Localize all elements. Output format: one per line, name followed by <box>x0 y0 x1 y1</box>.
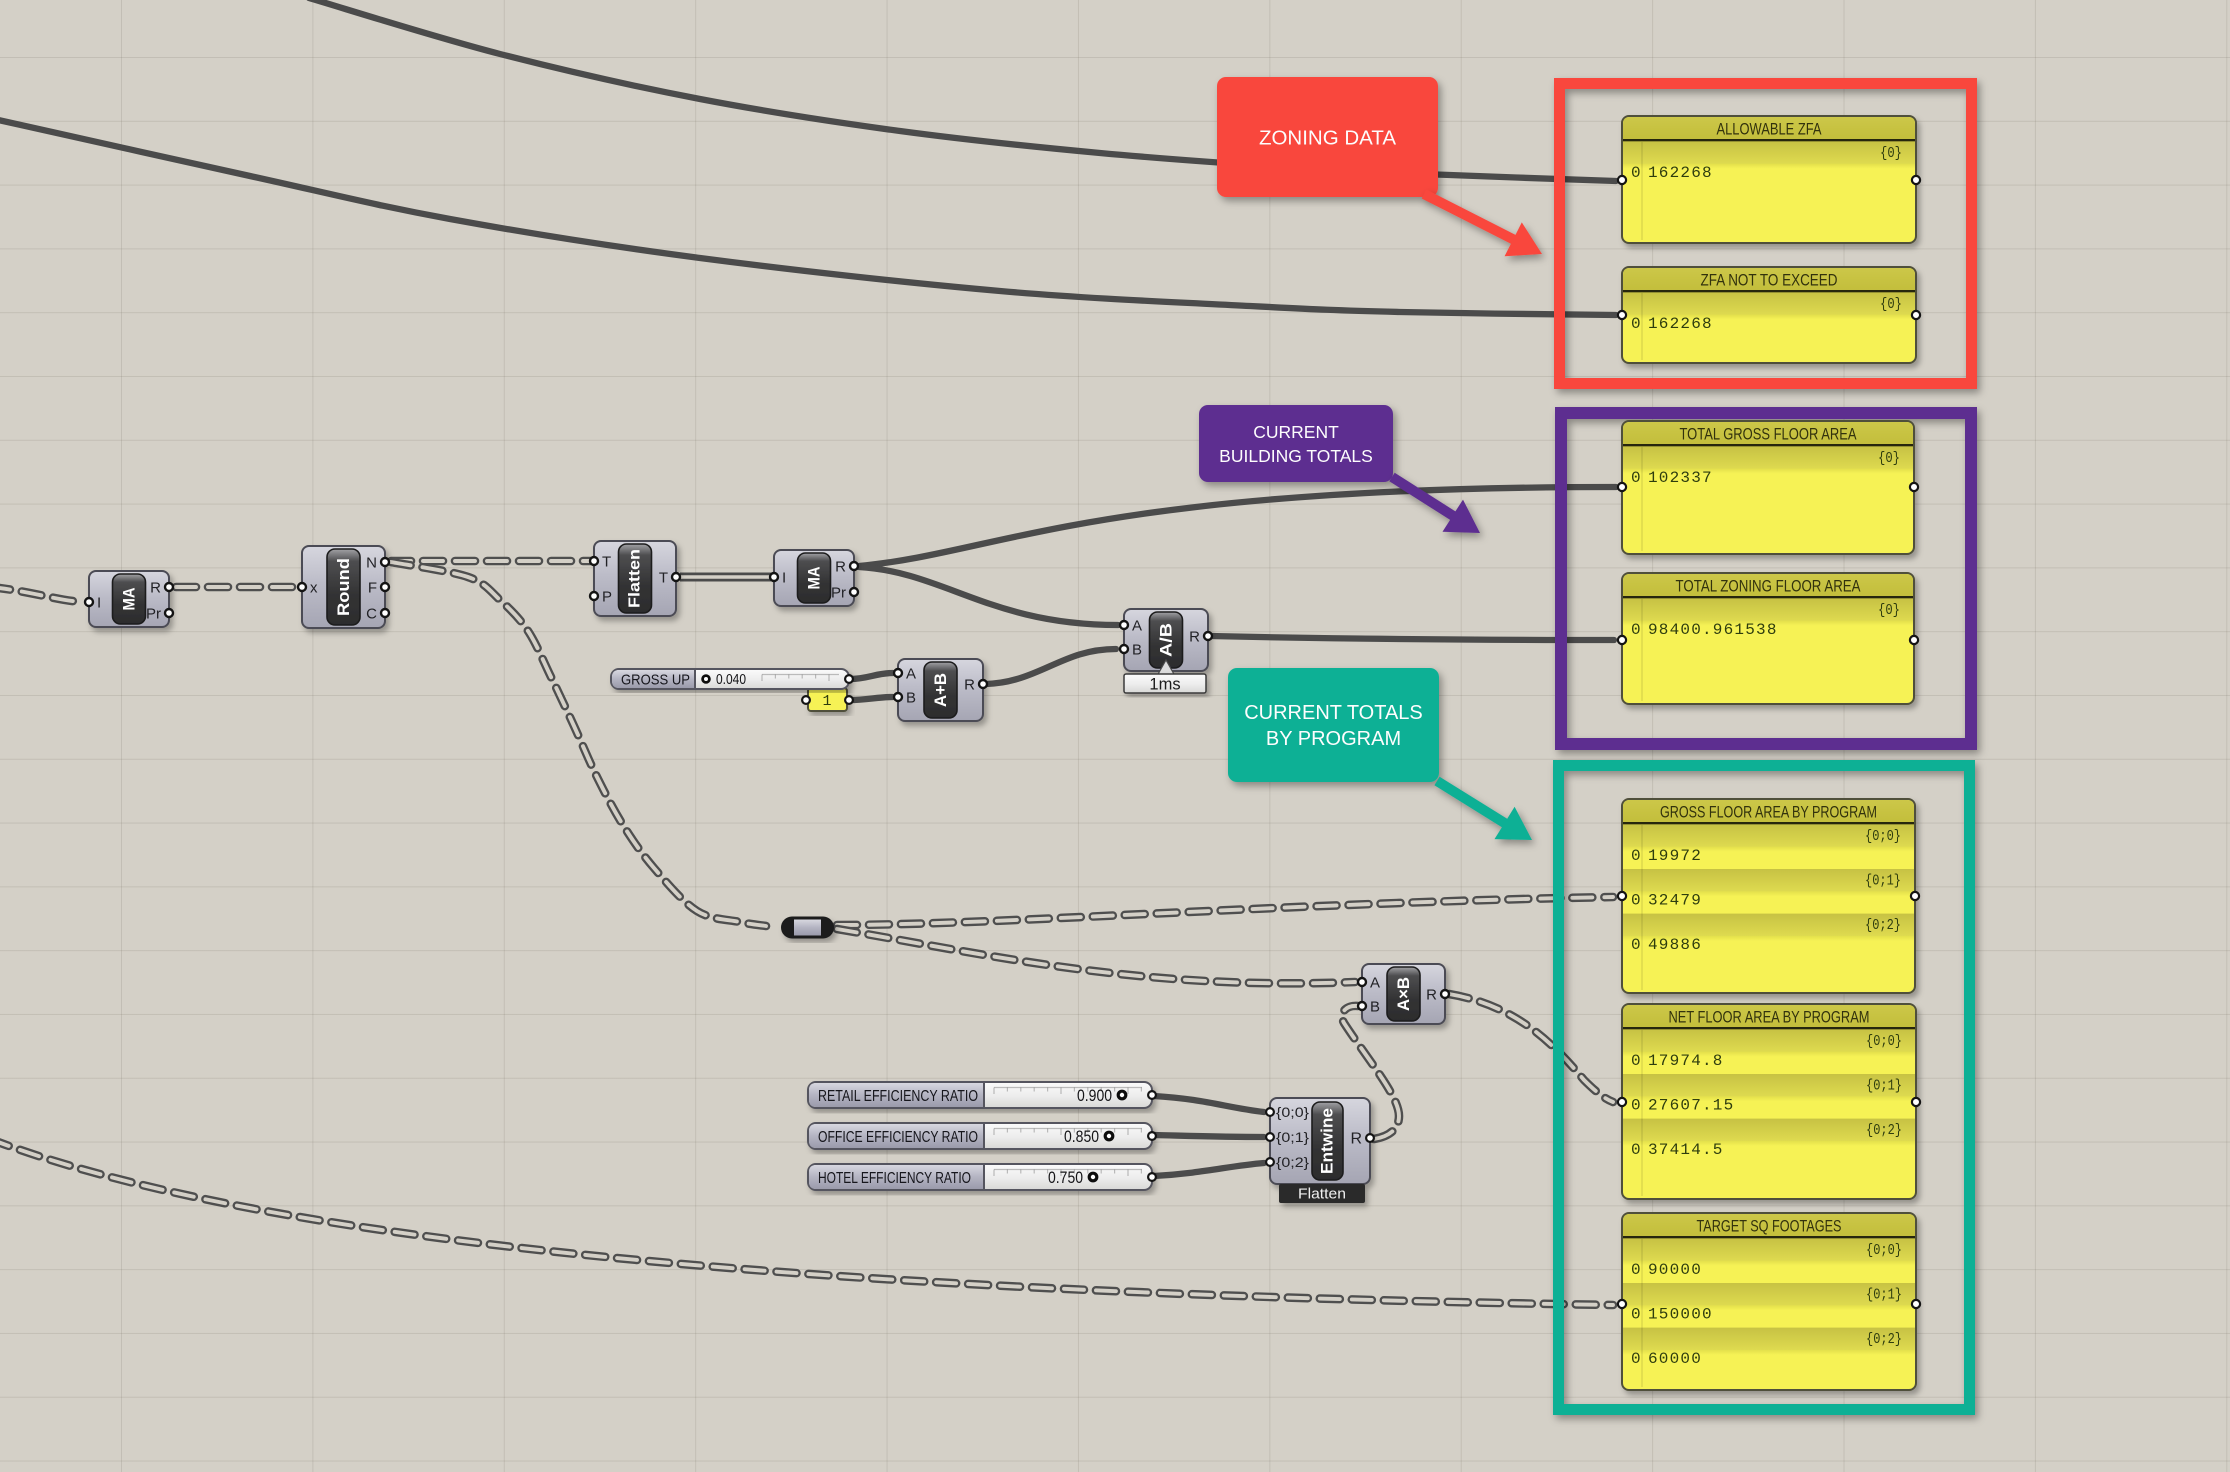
svg-text:C: C <box>366 606 377 623</box>
svg-text:1ms: 1ms <box>1149 676 1180 694</box>
svg-text:B: B <box>906 690 916 707</box>
svg-text:{0;1}: {0;1} <box>1866 1077 1902 1094</box>
svg-text:A×B: A×B <box>1394 977 1413 1011</box>
svg-text:102337: 102337 <box>1648 469 1713 487</box>
svg-text:{0;1}: {0;1} <box>1276 1129 1309 1145</box>
svg-text:ZFA NOT TO EXCEED: ZFA NOT TO EXCEED <box>1701 271 1838 290</box>
svg-text:T: T <box>602 554 611 571</box>
svg-text:Flatten: Flatten <box>1298 1187 1346 1203</box>
svg-text:{0;0}: {0;0} <box>1866 1242 1902 1259</box>
svg-text:32479: 32479 <box>1648 892 1702 910</box>
svg-text:0: 0 <box>1631 1350 1641 1368</box>
svg-text:90000: 90000 <box>1648 1261 1702 1279</box>
svg-text:{0;2}: {0;2} <box>1866 1122 1902 1139</box>
svg-text:RETAIL EFFICIENCY RATIO: RETAIL EFFICIENCY RATIO <box>818 1088 978 1105</box>
svg-text:27607.15: 27607.15 <box>1648 1097 1734 1115</box>
svg-text:{0;0}: {0;0} <box>1865 828 1901 845</box>
svg-text:CURRENT TOTALS: CURRENT TOTALS <box>1244 702 1423 724</box>
svg-text:37414.5: 37414.5 <box>1648 1141 1724 1159</box>
svg-text:R: R <box>1189 629 1200 646</box>
svg-text:R: R <box>835 559 846 576</box>
svg-text:0: 0 <box>1631 1141 1641 1159</box>
svg-text:1: 1 <box>822 693 831 710</box>
svg-text:OFFICE EFFICIENCY RATIO: OFFICE EFFICIENCY RATIO <box>818 1129 978 1146</box>
svg-text:GROSS FLOOR AREA BY PROGRAM: GROSS FLOOR AREA BY PROGRAM <box>1660 803 1877 822</box>
svg-text:98400.961538: 98400.961538 <box>1648 621 1778 639</box>
svg-text:60000: 60000 <box>1648 1350 1702 1368</box>
svg-text:17974.8: 17974.8 <box>1648 1052 1724 1070</box>
svg-text:0.040: 0.040 <box>716 672 746 688</box>
svg-text:TOTAL ZONING FLOOR AREA: TOTAL ZONING FLOOR AREA <box>1676 577 1862 596</box>
svg-text:0: 0 <box>1631 847 1641 865</box>
svg-text:Entwine: Entwine <box>1319 1108 1337 1174</box>
svg-text:0.850: 0.850 <box>1064 1127 1099 1146</box>
svg-text:A: A <box>906 666 916 683</box>
svg-text:162268: 162268 <box>1648 164 1713 182</box>
svg-text:A/B: A/B <box>1157 623 1176 657</box>
svg-text:{0}: {0} <box>1878 450 1900 467</box>
svg-text:Pr: Pr <box>831 585 846 602</box>
svg-text:0: 0 <box>1631 1052 1641 1070</box>
svg-text:49886: 49886 <box>1648 936 1702 954</box>
svg-text:T: T <box>659 570 668 587</box>
svg-text:B: B <box>1132 642 1142 659</box>
svg-text:162268: 162268 <box>1648 315 1713 333</box>
svg-text:TOTAL GROSS FLOOR AREA: TOTAL GROSS FLOOR AREA <box>1680 425 1858 444</box>
svg-text:P: P <box>602 589 612 606</box>
svg-text:0: 0 <box>1631 936 1641 954</box>
svg-text:HOTEL EFFICIENCY RATIO: HOTEL EFFICIENCY RATIO <box>818 1170 971 1187</box>
svg-text:{0;1}: {0;1} <box>1866 1286 1902 1303</box>
svg-text:{0}: {0} <box>1878 602 1900 619</box>
svg-text:{0;0}: {0;0} <box>1866 1033 1902 1050</box>
svg-text:0: 0 <box>1631 469 1641 487</box>
svg-text:BUILDING TOTALS: BUILDING TOTALS <box>1219 446 1373 466</box>
svg-text:R: R <box>964 677 975 694</box>
svg-text:NET FLOOR AREA BY PROGRAM: NET FLOOR AREA BY PROGRAM <box>1669 1008 1870 1027</box>
svg-text:{0;1}: {0;1} <box>1865 872 1901 889</box>
svg-text:R: R <box>150 580 161 597</box>
svg-text:{0}: {0} <box>1880 145 1902 162</box>
svg-text:A: A <box>1132 618 1142 635</box>
svg-text:MA: MA <box>120 588 139 611</box>
svg-text:0: 0 <box>1631 315 1641 333</box>
svg-text:0.900: 0.900 <box>1077 1086 1112 1105</box>
svg-text:Round: Round <box>334 558 353 616</box>
svg-text:R: R <box>1426 987 1437 1004</box>
svg-text:0: 0 <box>1631 1261 1641 1279</box>
svg-text:0: 0 <box>1631 621 1641 639</box>
svg-text:MA: MA <box>805 567 824 590</box>
svg-text:N: N <box>366 555 377 572</box>
svg-text:{0;0}: {0;0} <box>1276 1104 1309 1120</box>
svg-text:TARGET SQ FOOTAGES: TARGET SQ FOOTAGES <box>1697 1217 1842 1236</box>
svg-text:x: x <box>310 580 318 597</box>
svg-text:0: 0 <box>1631 1097 1641 1115</box>
svg-text:A+B: A+B <box>931 673 950 707</box>
svg-text:B: B <box>1370 999 1380 1016</box>
svg-text:19972: 19972 <box>1648 847 1702 865</box>
svg-text:I: I <box>782 570 786 587</box>
svg-text:F: F <box>368 580 377 597</box>
svg-text:CURRENT: CURRENT <box>1253 422 1339 442</box>
svg-text:0: 0 <box>1631 1306 1641 1324</box>
svg-text:Pr: Pr <box>146 606 161 623</box>
svg-text:ALLOWABLE ZFA: ALLOWABLE ZFA <box>1717 120 1823 139</box>
svg-text:R: R <box>1350 1131 1362 1148</box>
svg-text:Flatten: Flatten <box>627 549 644 608</box>
svg-text:GROSS UP: GROSS UP <box>621 671 690 688</box>
svg-text:0: 0 <box>1631 164 1641 182</box>
svg-text:BY PROGRAM: BY PROGRAM <box>1266 728 1401 750</box>
svg-text:ZONING DATA: ZONING DATA <box>1259 126 1396 149</box>
svg-text:{0;2}: {0;2} <box>1276 1154 1309 1170</box>
svg-text:0.750: 0.750 <box>1048 1168 1083 1187</box>
svg-text:0: 0 <box>1631 892 1641 910</box>
svg-text:150000: 150000 <box>1648 1306 1713 1324</box>
svg-text:A: A <box>1370 975 1380 992</box>
svg-text:{0;2}: {0;2} <box>1866 1331 1902 1348</box>
svg-text:I: I <box>97 595 101 612</box>
svg-text:{0;2}: {0;2} <box>1865 917 1901 934</box>
svg-text:{0}: {0} <box>1880 296 1902 313</box>
